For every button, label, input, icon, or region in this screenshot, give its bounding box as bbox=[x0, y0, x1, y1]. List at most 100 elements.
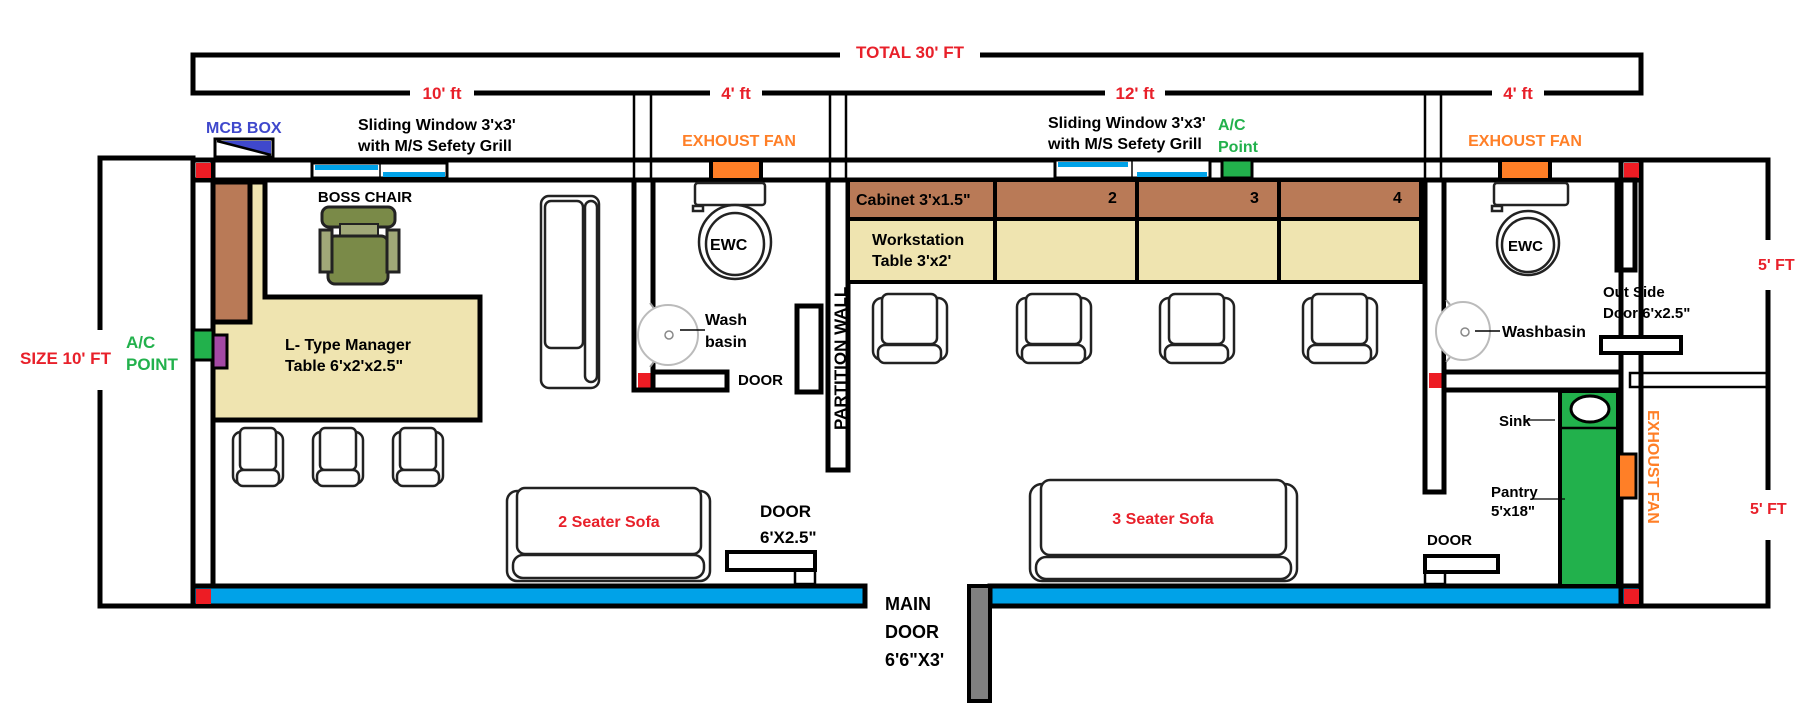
workstation-table-3 bbox=[1135, 217, 1281, 284]
window-right-label-2: with M/S Sefety Grill bbox=[1047, 136, 1202, 153]
right-5ft-top-label: 5' FT bbox=[1758, 257, 1795, 274]
dimension-4ft-left: 4' ft bbox=[721, 84, 751, 103]
pantry-label-2: 5'x18" bbox=[1491, 503, 1535, 520]
exhaust-fan-1 bbox=[709, 158, 763, 182]
column bbox=[638, 373, 653, 388]
three-seater-sofa: 3 Seater Sofa bbox=[1028, 478, 1299, 583]
wash-basin-label-2: basin bbox=[705, 334, 747, 351]
column bbox=[1624, 589, 1639, 604]
exhaust-fan-3 bbox=[1616, 452, 1638, 500]
three-seater-sofa-label: 3 Seater Sofa bbox=[1112, 511, 1213, 528]
exhaust-fan-2 bbox=[1498, 158, 1552, 182]
main-door-leaf bbox=[967, 584, 992, 703]
exhaust-fan-1-label: EXHOUST FAN bbox=[682, 133, 796, 150]
cabin-door bbox=[725, 550, 817, 572]
right-5ft-bottom-label: 5' FT bbox=[1750, 501, 1787, 518]
cabinet-label: Cabinet 3'x1.5" bbox=[856, 192, 971, 209]
pantry: Sink Pantry 5'x18" DOOR bbox=[1423, 389, 1620, 588]
column bbox=[1429, 373, 1444, 388]
sliding-window-left: Sliding Window 3'x3' with M/S Sefety Gri… bbox=[310, 117, 516, 180]
pantry-counter bbox=[1558, 389, 1620, 588]
sink bbox=[1569, 394, 1611, 424]
visitor-chair bbox=[311, 426, 365, 488]
main-door: MAIN DOOR 6'6"X3' bbox=[885, 584, 992, 703]
total-label-bg bbox=[840, 42, 980, 68]
exhaust-fans: EXHOUST FAN EXHOUST FAN EXHOUST FAN bbox=[682, 133, 1661, 524]
workstation-chair bbox=[871, 292, 949, 365]
dimension-12ft: 12' ft bbox=[1116, 84, 1155, 103]
side-sofa bbox=[539, 194, 601, 390]
cabin-door-label: DOOR bbox=[760, 502, 811, 521]
pantry-label: Pantry bbox=[1491, 484, 1538, 501]
column bbox=[196, 163, 211, 178]
ac-point-left-label-2: POINT bbox=[126, 355, 179, 374]
sliding-window-right: Sliding Window 3'x3' with M/S Sefety Gri… bbox=[1047, 115, 1259, 180]
size-10ft-label: SIZE 10' FT bbox=[20, 349, 112, 368]
cabinet-1 bbox=[846, 178, 997, 221]
outside-door-label: Out Side bbox=[1603, 284, 1665, 301]
sink-label: Sink bbox=[1499, 413, 1531, 430]
cabinet-2-number: 2 bbox=[1108, 190, 1117, 207]
window-left-label: Sliding Window 3'x3' bbox=[358, 117, 516, 134]
mcb-box: MCB BOX bbox=[206, 120, 282, 159]
outside-door-leaf bbox=[1599, 335, 1683, 355]
boss-chair bbox=[318, 205, 401, 286]
outside-wall-strip bbox=[1628, 371, 1770, 389]
washbasin-2: Washbasin bbox=[1435, 299, 1586, 363]
toilet-right: EWC Washbasin bbox=[1435, 181, 1586, 363]
cabinet-2 bbox=[993, 178, 1139, 221]
mcb-box-label: MCB BOX bbox=[206, 120, 282, 137]
side-cabinet bbox=[210, 179, 253, 325]
dimension-lines: TOTAL 30' FT 10' ft 4' ft 12' ft 4' ft bbox=[190, 42, 1644, 104]
cabin-door-label-2: 6'X2.5" bbox=[760, 528, 817, 547]
columns bbox=[196, 163, 1639, 604]
column bbox=[196, 589, 211, 604]
workstation-table-1 bbox=[846, 217, 997, 284]
main-door-label-3: 6'6"X3' bbox=[885, 650, 944, 670]
ac-point-right bbox=[1220, 158, 1254, 180]
exhaust-fan-2-label: EXHOUST FAN bbox=[1468, 133, 1582, 150]
two-seater-sofa: 2 Seater Sofa bbox=[505, 486, 712, 583]
socket bbox=[211, 333, 229, 370]
visitor-chair bbox=[231, 426, 285, 488]
window-right-label: Sliding Window 3'x3' bbox=[1048, 115, 1206, 132]
column bbox=[1624, 163, 1639, 178]
workstation-chair bbox=[1015, 292, 1093, 365]
workstation-chair bbox=[1158, 292, 1236, 365]
ewc-label: EWC bbox=[710, 237, 748, 254]
ac-point-right-label: A/C bbox=[1218, 117, 1246, 134]
ac-point-left bbox=[191, 328, 215, 362]
workstation-label-2: Table 3'x2' bbox=[872, 253, 951, 270]
boss-chair-label: BOSS CHAIR bbox=[318, 189, 412, 206]
visitor-chair bbox=[391, 426, 445, 488]
partition-wall-label: PARTITION WALL bbox=[831, 287, 850, 430]
ewc-toilet: EWC bbox=[691, 181, 773, 281]
ewc-2-label: EWC bbox=[1508, 238, 1543, 255]
workstation-chair bbox=[1301, 292, 1379, 365]
wash-basin: Wash basin bbox=[637, 302, 747, 368]
cabinet-3-number: 3 bbox=[1250, 190, 1259, 207]
main-door-label: MAIN bbox=[885, 594, 931, 614]
cabinet-4-number: 4 bbox=[1393, 190, 1402, 207]
ac-point-left-label: A/C bbox=[126, 333, 155, 352]
workstation-table-2 bbox=[993, 217, 1139, 284]
outside-door: Out Side Door 6'x2.5" bbox=[1599, 284, 1690, 355]
ewc-toilet-2: EWC bbox=[1490, 181, 1570, 277]
two-seater-sofa-label: 2 Seater Sofa bbox=[558, 514, 659, 531]
manager-cabin: L- Type Manager Table 6'x2'x2.5" BOSS CH… bbox=[191, 179, 817, 586]
right-dimension-frame: 5' FT 5' FT bbox=[1628, 157, 1795, 609]
total-dimension-label: TOTAL 30' FT bbox=[856, 43, 965, 62]
workstation-label: Workstation bbox=[872, 232, 964, 249]
manager-table-label-2: Table 6'x2'x2.5" bbox=[285, 358, 403, 375]
exhaust-fan-3-label: EXHOUST FAN bbox=[1644, 410, 1661, 524]
dimension-10ft: 10' ft bbox=[423, 84, 462, 103]
wash-basin-label: Wash bbox=[705, 312, 747, 329]
workstation-table-4 bbox=[1277, 217, 1423, 284]
pantry-door-label: DOOR bbox=[1427, 532, 1472, 549]
interior-walls: PARTITION WALL DOOR bbox=[631, 91, 1638, 495]
window-left-label-2: with M/S Sefety Grill bbox=[357, 138, 512, 155]
ac-point-right-label-2: Point bbox=[1218, 139, 1259, 156]
left-dimension-frame: SIZE 10' FT A/C POINT bbox=[20, 155, 196, 609]
outside-door-label-2: Door 6'x2.5" bbox=[1603, 305, 1690, 322]
